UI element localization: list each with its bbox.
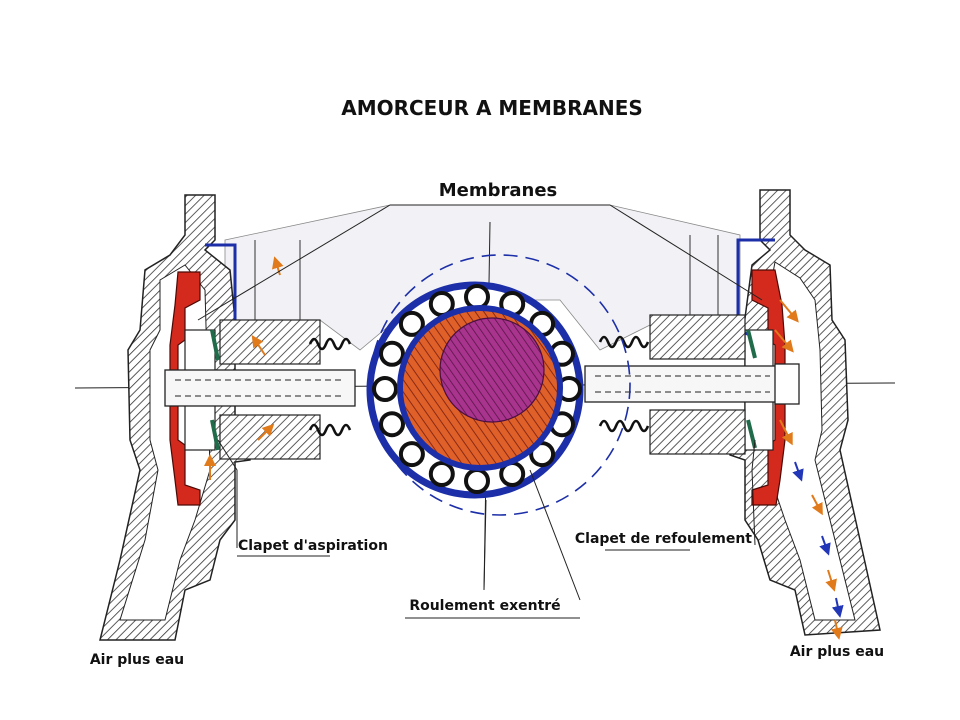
right-flow-arrow-blue bbox=[819, 535, 831, 556]
left-shaft bbox=[164, 369, 356, 407]
diagram-title: AMORCEUR A MEMBRANES bbox=[341, 96, 643, 120]
bearing-ball bbox=[372, 376, 398, 402]
right-flow-arrow-blue bbox=[831, 597, 844, 618]
bearing-ball bbox=[379, 411, 405, 438]
right-flow-arrow-orange bbox=[779, 419, 793, 446]
bearing-ball bbox=[464, 468, 490, 494]
right-shaft-nut bbox=[774, 363, 800, 405]
membranes-leader-right bbox=[609, 204, 763, 301]
left-membrane bbox=[169, 271, 201, 506]
left-pump-housing bbox=[99, 194, 356, 641]
leader-lines bbox=[197, 204, 763, 619]
right-membrane bbox=[751, 269, 786, 506]
right-flow-arrow-orange bbox=[825, 569, 837, 592]
right-flow-arrow-orange bbox=[830, 619, 843, 640]
membranes-label: Membranes bbox=[439, 180, 558, 201]
right-valve-block-lower bbox=[649, 409, 746, 455]
left-valve-green bbox=[210, 419, 220, 451]
right-spring bbox=[598, 335, 650, 433]
right-pump-housing bbox=[584, 189, 881, 640]
left-inlet-label: Air plus eau bbox=[90, 652, 184, 668]
bearing-ball bbox=[428, 461, 455, 487]
bearing-leader-a bbox=[483, 499, 487, 591]
suction-valve-label: Clapet d'aspiration bbox=[238, 538, 388, 554]
left-spring bbox=[308, 337, 352, 437]
bearing-ball bbox=[398, 310, 425, 337]
bearing-ball bbox=[398, 441, 425, 468]
eccentric-bearing-label: Roulement exentré bbox=[409, 598, 560, 614]
right-flow-arrow-orange bbox=[811, 494, 823, 516]
suction-valve-leader bbox=[217, 439, 238, 548]
left-flow-arrow bbox=[251, 335, 266, 356]
discharge-valve-leader bbox=[751, 439, 756, 546]
bearing-ball bbox=[379, 340, 405, 367]
bearing-ball bbox=[464, 284, 490, 310]
left-valve-green bbox=[210, 329, 220, 361]
right-valve-block bbox=[649, 314, 746, 360]
right-valve-green bbox=[746, 329, 757, 359]
right-shaft bbox=[584, 365, 786, 403]
right-flow-arrow-blue bbox=[792, 461, 804, 482]
right-flow-arrow-orange bbox=[774, 329, 794, 353]
discharge-valve-label: Clapet de refoulement bbox=[575, 531, 752, 547]
right-outlet-label: Air plus eau bbox=[790, 644, 884, 660]
right-flow-arrow-orange bbox=[779, 299, 799, 323]
left-valve-block-lower bbox=[219, 414, 321, 460]
bearing-leader-b bbox=[529, 469, 581, 601]
left-flow-arrow bbox=[272, 256, 284, 276]
left-flow-arrow bbox=[257, 423, 275, 441]
membranes-leader-left bbox=[197, 204, 391, 321]
eccentric-bearing bbox=[366, 254, 631, 516]
eccentric-hub bbox=[439, 317, 545, 423]
right-valve-green bbox=[746, 419, 757, 449]
left-valve-block bbox=[219, 319, 321, 365]
